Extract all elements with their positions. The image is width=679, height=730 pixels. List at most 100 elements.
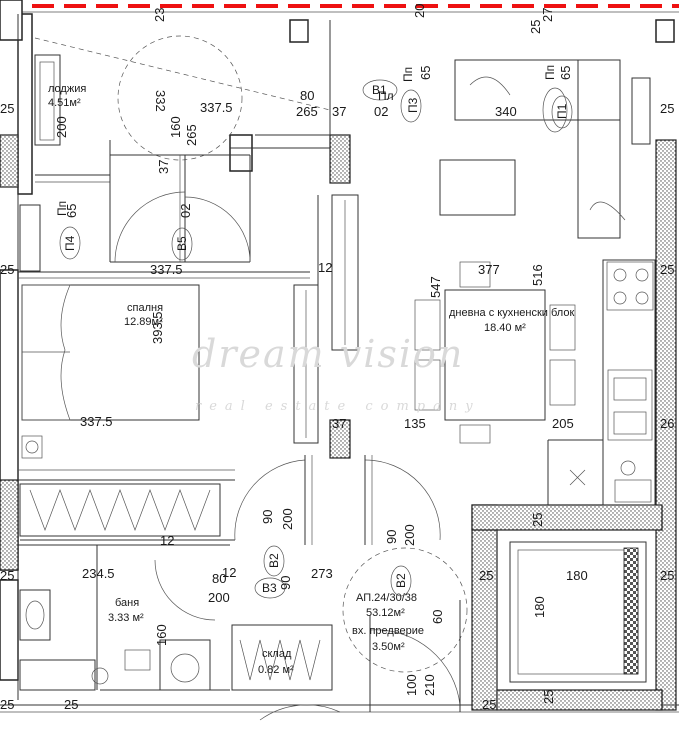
dim-135: 135 <box>404 416 426 431</box>
dim-265-b: 265 <box>184 124 199 146</box>
dim-02-a: 02 <box>374 104 388 119</box>
dim-90-c: 90 <box>278 576 293 590</box>
corridor-walls <box>110 154 251 263</box>
tag-p4: П4 <box>63 235 77 251</box>
dim-265-a: 265 <box>296 104 318 119</box>
dim-160-b: 160 <box>154 624 169 646</box>
room-name-living: дневна с кухненски блок <box>449 307 574 319</box>
dim-90-a: 90 <box>260 510 275 524</box>
dim-234-5: 234.5 <box>82 566 115 581</box>
dim-337-5-b: 337.5 <box>150 262 183 277</box>
tag-b2a: B2 <box>267 553 281 568</box>
dim-516: 516 <box>530 264 545 286</box>
dimension-labels: 25 25 25 25 25 25 25 25 25 25 25 25 200 … <box>0 4 674 712</box>
dim-377: 377 <box>478 262 500 277</box>
sofa-area <box>19 59 651 272</box>
storage-area <box>231 624 333 691</box>
dim-25-d: 25 <box>0 697 14 712</box>
dim-160-a: 160 <box>168 116 183 138</box>
tag-pp-2: Пп <box>543 65 557 80</box>
dim-210: 210 <box>422 674 437 696</box>
inner-walls <box>229 20 663 711</box>
dim-180-a: 180 <box>566 568 588 583</box>
dim-37-a: 37 <box>332 104 346 119</box>
elevator-shaft <box>509 541 647 683</box>
dim-23: 23 <box>152 8 167 22</box>
dim-25-l: 25 <box>541 690 556 704</box>
dim-60: 60 <box>430 610 445 624</box>
dim-25-b: 25 <box>0 262 14 277</box>
watermark-brand: dream vision <box>192 332 464 376</box>
dim-180-b: 180 <box>532 596 547 618</box>
room-area-bath: 3.33 м² <box>108 612 144 624</box>
tag-pp-1: Пп <box>401 67 415 82</box>
tag-p3: П3 <box>406 97 420 113</box>
dim-20: 20 <box>412 4 427 18</box>
turning-circle-entry <box>342 547 468 673</box>
dim-37-b: 37 <box>156 160 171 174</box>
living-wardrobes <box>293 194 359 444</box>
dim-337-5-c: 337.5 <box>80 414 113 429</box>
room-area-storage: 0.82 м² <box>258 664 294 676</box>
dim-25-c: 25 <box>0 568 14 583</box>
dim-25-e: 25 <box>660 101 674 116</box>
room-name-loggia: лоджия <box>48 83 86 95</box>
room-area-bedroom: 12.89м² <box>124 316 163 328</box>
dim-332: 332 <box>153 90 168 112</box>
dim-25-k: 25 <box>530 513 545 527</box>
tag-b5: B5 <box>175 236 189 251</box>
dim-200-b: 200 <box>280 508 295 530</box>
dim-12-b: 12 <box>160 533 174 548</box>
tag-pl: Пл <box>378 89 394 103</box>
apartment-area: 53.12м² <box>366 607 405 619</box>
dim-273: 273 <box>311 566 333 581</box>
dim-25-j: 25 <box>482 697 496 712</box>
room-area-living: 18.40 м² <box>484 322 526 334</box>
dim-26: 26 <box>660 416 674 431</box>
dim-65-b: 65 <box>418 66 433 80</box>
dim-25-h: 25 <box>479 568 493 583</box>
tag-p1: П1 <box>555 103 569 119</box>
dim-100: 100 <box>404 674 419 696</box>
dim-337-5-a: 337.5 <box>200 100 233 115</box>
outer-walls <box>0 0 679 713</box>
dim-02-b: 02 <box>178 204 193 218</box>
dim-90-b: 90 <box>384 530 399 544</box>
turning-circle-loggia <box>117 35 243 161</box>
dim-37-c: 37 <box>332 416 346 431</box>
room-name-bath: баня <box>115 597 139 609</box>
tag-b2b: B2 <box>394 573 408 588</box>
apartment-number: АП.24/30/38 <box>356 592 417 604</box>
dim-25-g: 25 <box>660 568 674 583</box>
watermark-tagline: real estate company <box>195 399 481 414</box>
room-name-bedroom: спалня <box>127 302 163 314</box>
dim-25-i: 25 <box>64 697 78 712</box>
dim-547: 547 <box>428 276 443 298</box>
tag-b1: B1 <box>372 83 387 97</box>
bedroom-area <box>18 271 310 541</box>
dim-65-c: 65 <box>558 66 573 80</box>
tag-b3: B3 <box>262 581 277 595</box>
door-swings <box>234 455 461 721</box>
kitchen-area <box>547 259 656 506</box>
dim-25-f: 25 <box>660 262 674 277</box>
room-name-storage: склад <box>262 648 292 660</box>
room-name-entry: вх. предверие <box>352 625 424 637</box>
dim-12-a: 12 <box>318 260 332 275</box>
dining-area <box>414 261 576 444</box>
equipment-tags: B1 П3 П1 П4 B5 B2 B3 B2 Пл Пп Пп Пп <box>55 65 573 599</box>
dim-27: 27 <box>540 8 555 22</box>
dim-200-c: 200 <box>402 524 417 546</box>
room-area-loggia: 4.51м² <box>48 97 81 109</box>
dim-393-5: 393.5 <box>150 311 165 344</box>
bathroom-area <box>18 544 230 691</box>
dim-200-d: 200 <box>208 590 230 605</box>
loggia-area <box>34 37 331 262</box>
dim-25-top: 25 <box>528 20 543 34</box>
dim-205: 205 <box>552 416 574 431</box>
dim-12-c: 12 <box>222 565 236 580</box>
room-area-entry: 3.50м² <box>372 641 405 653</box>
dim-80-a: 80 <box>300 88 314 103</box>
dim-340: 340 <box>495 104 517 119</box>
